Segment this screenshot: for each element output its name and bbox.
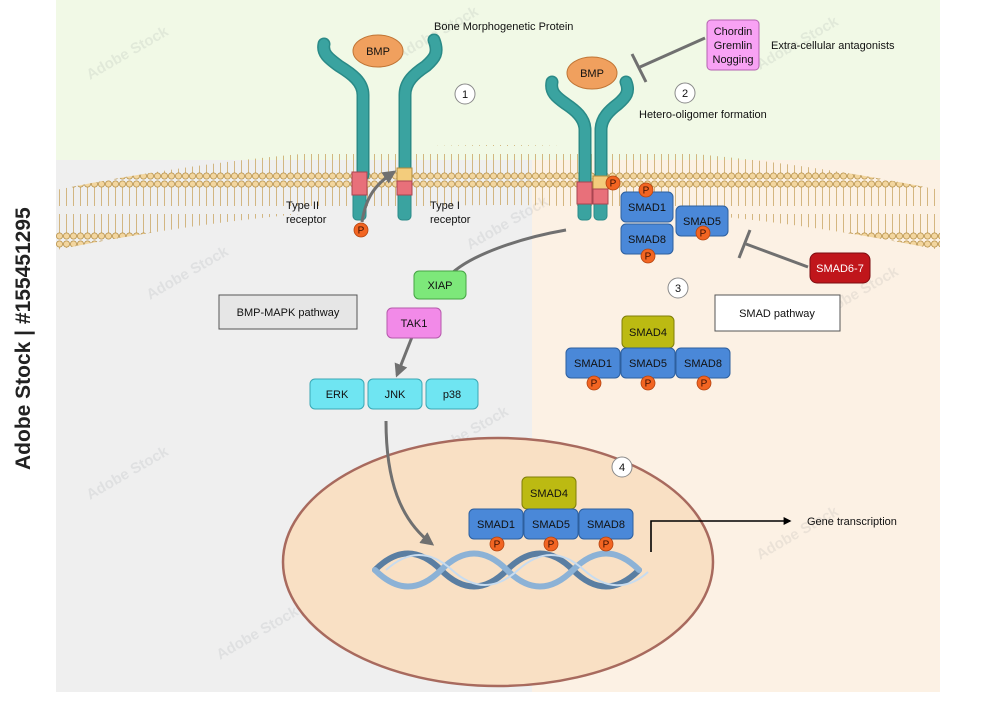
- cytoplasmic-smad-complex: SMAD4 SMAD1 SMAD5 SMAD8 P P P: [565, 315, 731, 391]
- type-i-kinase-domain: [396, 180, 413, 196]
- nuclear-smad-complex: SMAD4 SMAD1 SMAD5 SMAD8 P P P: [468, 476, 634, 552]
- antagonist-inhibition-line: [639, 36, 706, 69]
- p38-protein: [425, 378, 479, 410]
- type-ii-kinase-domain-2: [576, 181, 593, 205]
- svg-text:SMAD8: SMAD8: [684, 358, 722, 370]
- receptor-complex-2: P BMP: [545, 56, 635, 221]
- tak1-to-mapk-arrow: [394, 336, 414, 378]
- phosphorylation-arrow: [360, 170, 397, 223]
- gene-transcription-arrow: [650, 517, 792, 552]
- svg-text:Nogging: Nogging: [713, 54, 754, 66]
- svg-text:SMAD1: SMAD1: [628, 202, 666, 214]
- svg-text:SMAD1: SMAD1: [477, 519, 515, 531]
- gene-transcription-label: Gene transcription: [807, 516, 897, 528]
- mapk-to-dna-arrow: [384, 420, 435, 546]
- svg-text:SMAD5: SMAD5: [683, 216, 721, 228]
- antagonists-box: [706, 19, 760, 71]
- type-i-label-line2: receptor: [430, 214, 471, 226]
- svg-text:P: P: [610, 179, 617, 190]
- svg-text:P: P: [645, 379, 652, 390]
- type-ii-label-line2: receptor: [286, 214, 327, 226]
- svg-text:Gremlin: Gremlin: [714, 40, 753, 52]
- receptor-bound-smads: SMAD1 SMAD8 SMAD5 P P P: [620, 182, 729, 264]
- type-ii-kinase-domain: [351, 171, 368, 196]
- step-marker-3: 3: [667, 277, 689, 299]
- bmp-title-label: Bone Morphogenetic Protein: [434, 21, 573, 33]
- dna-helix: [372, 550, 649, 590]
- svg-text:p38: p38: [443, 389, 461, 401]
- type-ii-label-line1: Type II: [286, 200, 319, 212]
- svg-text:2: 2: [682, 88, 688, 100]
- svg-text:P: P: [603, 540, 610, 551]
- type-i-kinase-domain-2: [592, 188, 609, 205]
- svg-text:4: 4: [619, 462, 625, 474]
- step-marker-1: 1: [454, 83, 476, 105]
- type-i-label-line1: Type I: [430, 200, 460, 212]
- svg-text:P: P: [358, 226, 365, 237]
- type-i-receptor-2: [596, 77, 633, 190]
- svg-text:SMAD1: SMAD1: [574, 358, 612, 370]
- receptor-complex-1: BMP P: [317, 33, 443, 238]
- step-marker-2: 2: [674, 82, 696, 104]
- svg-text:P: P: [645, 252, 652, 263]
- svg-text:SMAD6-7: SMAD6-7: [816, 263, 864, 275]
- svg-text:SMAD8: SMAD8: [587, 519, 625, 531]
- svg-text:SMAD5: SMAD5: [629, 358, 667, 370]
- lipid-bilayer: [56, 145, 940, 250]
- phospho-badge-type-ii: [353, 222, 369, 238]
- svg-text:P: P: [591, 379, 598, 390]
- svg-text:P: P: [548, 540, 555, 551]
- phospho-badge-type-i: [605, 175, 621, 191]
- tak1-protein: [386, 307, 442, 339]
- svg-text:SMAD5: SMAD5: [532, 519, 570, 531]
- svg-text:3: 3: [675, 283, 681, 295]
- svg-text:SMAD4: SMAD4: [629, 327, 667, 339]
- bmp-ligand-2-label: BMP: [580, 68, 604, 80]
- stock-id-text: Adobe Stock | #155451295: [12, 207, 35, 470]
- svg-text:BMP-MAPK pathway: BMP-MAPK pathway: [237, 307, 340, 319]
- bmp-ligand-2: [566, 56, 618, 90]
- svg-text:SMAD pathway: SMAD pathway: [739, 308, 815, 320]
- smad67-inhibition-line: [745, 242, 809, 269]
- bmp-ligand-1: [352, 34, 404, 68]
- step-marker-4: 4: [611, 456, 633, 478]
- bmp-ligand-1-label: BMP: [366, 46, 390, 58]
- jnk-protein: [367, 378, 423, 410]
- svg-text:P: P: [700, 229, 707, 240]
- erk-protein: [309, 378, 365, 410]
- hetero-oligomer-label: Hetero-oligomer formation: [639, 109, 767, 121]
- smad67-protein: [809, 252, 871, 284]
- type-ii-receptor-2: [546, 77, 590, 190]
- svg-text:Chordin: Chordin: [714, 26, 753, 38]
- type-i-gs-domain: [396, 167, 413, 182]
- bmp-mapk-pathway-box: [218, 294, 358, 330]
- svg-text:1: 1: [462, 89, 468, 101]
- svg-text:JNK: JNK: [385, 389, 406, 401]
- antagonists-label: Extra-cellular antagonists: [771, 40, 895, 52]
- svg-text:P: P: [494, 540, 501, 551]
- svg-text:XIAP: XIAP: [427, 280, 452, 292]
- svg-text:TAK1: TAK1: [401, 318, 428, 330]
- xiap-protein: [413, 270, 467, 300]
- svg-text:P: P: [643, 186, 650, 197]
- svg-text:SMAD4: SMAD4: [530, 488, 568, 500]
- svg-text:P: P: [701, 379, 708, 390]
- smad-pathway-box: [714, 294, 841, 332]
- svg-text:ERK: ERK: [326, 389, 349, 401]
- svg-text:SMAD8: SMAD8: [628, 234, 666, 246]
- receptor-to-xiap-arrow: [448, 228, 567, 277]
